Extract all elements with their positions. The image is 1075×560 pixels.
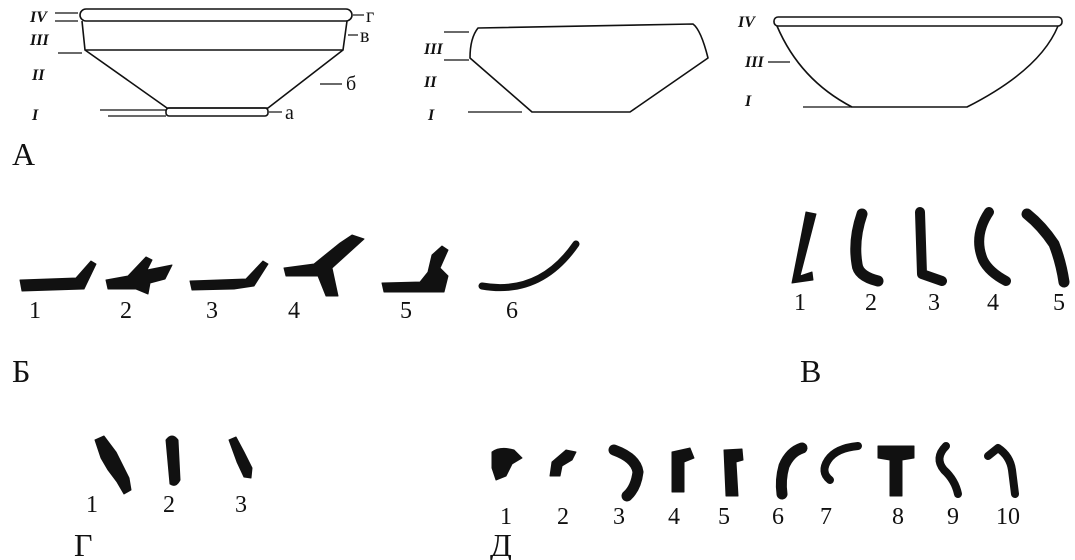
panel-letter-a: А — [12, 136, 35, 172]
panel-letter-d: Д — [490, 527, 512, 560]
base-profile-4 — [283, 234, 365, 297]
vessel-1-outline — [55, 8, 364, 117]
b-label-2: 2 — [120, 298, 132, 324]
zone-label-iii-v1: III — [29, 32, 49, 49]
zone-label-iii-v2: III — [423, 41, 443, 58]
vessel-2-outline — [444, 23, 709, 113]
zone-label-ii-v2: II — [423, 74, 437, 91]
rim-profile-7 — [820, 442, 862, 484]
rim-profile-5 — [723, 448, 744, 497]
g-label-1: 1 — [86, 492, 98, 518]
g-label-2: 2 — [163, 492, 175, 518]
rim-profile-1 — [491, 447, 523, 481]
panel-g: 1 2 3 Г — [74, 435, 253, 560]
base-profile-3 — [189, 260, 269, 291]
b-label-3: 3 — [206, 298, 218, 324]
v-label-1: 1 — [794, 290, 806, 316]
base-profile-5 — [381, 245, 449, 293]
panel-a: IV III II I г в б а III II I IV III I А — [12, 5, 1063, 172]
wall-profile-5 — [1021, 208, 1070, 288]
neck-profile-3 — [228, 436, 253, 479]
zone-label-iv-v1: IV — [29, 9, 48, 26]
b-label-1: 1 — [29, 298, 41, 324]
vessel-3-outline — [768, 16, 1063, 108]
zone-label-ii-v1: II — [31, 67, 45, 84]
rim-profile-9 — [935, 442, 962, 498]
rim-profile-8 — [877, 445, 915, 497]
v-label-2: 2 — [865, 290, 877, 316]
neck-profile-2 — [165, 435, 181, 486]
d-label-8: 8 — [892, 504, 904, 530]
v-label-4: 4 — [987, 290, 999, 316]
d-label-3: 3 — [613, 504, 625, 530]
panel-letter-b: Б — [12, 353, 30, 389]
zone-label-iv-v3: IV — [737, 14, 756, 31]
d-label-5: 5 — [718, 504, 730, 530]
v-label-3: 3 — [928, 290, 940, 316]
zone-label-i-v1: I — [31, 107, 39, 124]
panel-letter-g: Г — [74, 527, 93, 560]
panel-b: 1 2 3 4 5 6 Б — [12, 234, 580, 389]
base-profile-1 — [19, 260, 97, 292]
panel-d: 1 2 3 4 5 6 7 8 9 10 Д — [490, 442, 1020, 560]
neck-profile-1 — [94, 435, 132, 495]
wall-profile-3 — [915, 207, 947, 286]
d-label-1: 1 — [500, 504, 512, 530]
v-label-5: 5 — [1053, 290, 1065, 316]
d-label-2: 2 — [557, 504, 569, 530]
panel-v: 1 2 3 4 5 В — [791, 207, 1070, 389]
part-label-g: г — [366, 5, 374, 27]
base-profile-2 — [105, 256, 173, 295]
g-label-3: 3 — [235, 492, 247, 518]
part-label-b: б — [346, 73, 356, 95]
b-label-6: 6 — [506, 298, 518, 324]
d-label-10: 10 — [996, 504, 1020, 530]
wall-profile-4 — [974, 207, 1011, 286]
rim-profile-3 — [608, 444, 644, 502]
rim-profile-10 — [984, 444, 1019, 498]
zone-label-i-v2: I — [427, 107, 435, 124]
d-label-4: 4 — [668, 504, 680, 530]
d-label-7: 7 — [820, 504, 832, 530]
rim-profile-4 — [671, 447, 695, 493]
b-label-4: 4 — [288, 298, 300, 324]
wall-profile-2 — [850, 208, 884, 287]
zone-label-iii-v3: III — [744, 54, 764, 71]
rim-profile-6 — [775, 442, 808, 500]
wall-profile-1 — [791, 211, 817, 284]
d-label-6: 6 — [772, 504, 784, 530]
b-label-5: 5 — [400, 298, 412, 324]
part-label-a: а — [285, 102, 294, 124]
part-label-v: в — [360, 25, 369, 47]
zone-label-i-v3: I — [744, 93, 752, 110]
d-label-9: 9 — [947, 504, 959, 530]
panel-letter-v: В — [800, 353, 821, 389]
base-profile-6 — [478, 240, 580, 292]
rim-profile-2 — [549, 449, 577, 477]
